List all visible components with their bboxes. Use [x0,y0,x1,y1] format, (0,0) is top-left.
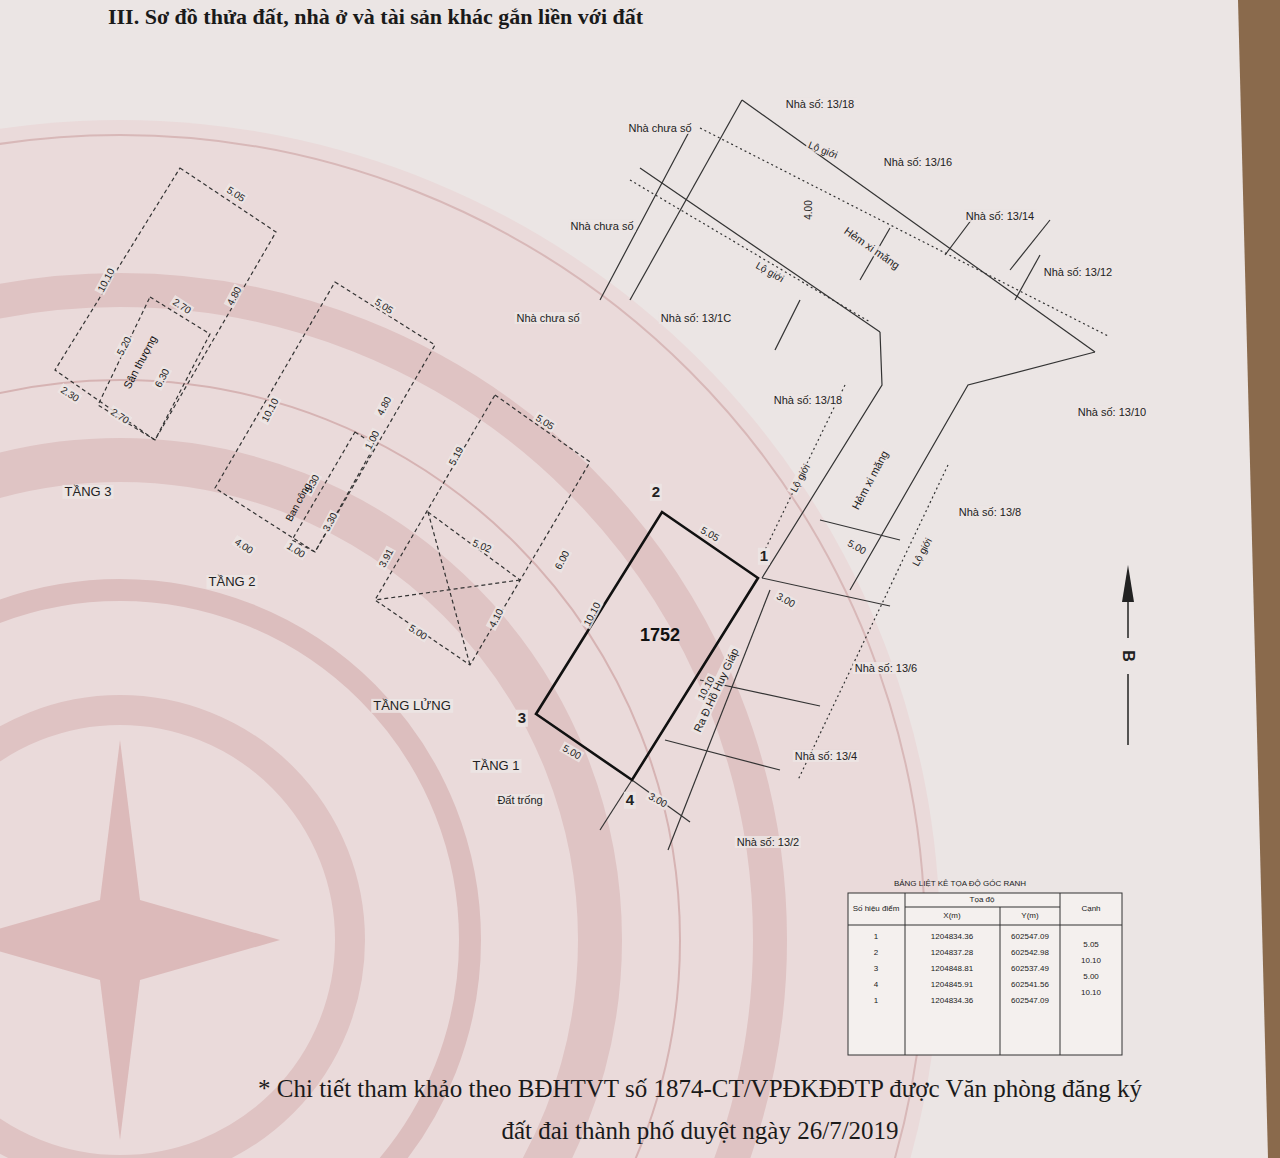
table-cell: 1 [872,997,880,1006]
table-cell: 5.05 [1081,941,1101,950]
table-cell: Y(m) [1019,912,1040,921]
land-plot [536,512,758,780]
table-cell: 5.00 [1081,973,1101,982]
point-number: 4 [624,792,636,809]
map-label: Nhà số: 13/4 [793,750,859,762]
point-number: B [1119,648,1137,664]
street-lines [600,100,1095,850]
map-label: Đất trống [495,794,544,806]
map-label: TẦNG 2 [207,575,258,589]
table-cell: 1204837.28 [929,949,975,958]
point-number: 1 [758,548,770,565]
table-cell: 10.10 [1079,989,1103,998]
table-cell: 602537.49 [1009,965,1051,974]
map-label: Nhà số: 13/18 [772,394,845,406]
point-number: 2 [650,484,662,501]
table-cell: 2 [872,949,880,958]
boundary-dotted [630,128,1108,780]
floor-outlines [55,168,590,665]
table-cell: Cạnh [1079,905,1102,914]
sheet-title: III. Sơ đồ thửa đất, nhà ở và tài sản kh… [108,4,643,30]
map-label: TẦNG 1 [471,759,522,773]
table-cell: 4 [872,981,880,990]
table-cell: 602547.09 [1009,997,1051,1006]
table-cell: 3 [872,965,880,974]
table-cell: 602547.09 [1009,933,1051,942]
map-label: TẦNG LỬNG [371,699,453,713]
map-label: Nhà số: 13/2 [735,836,801,848]
point-number: 3 [516,710,528,727]
sheet-caption: * Chi tiết tham khảo theo BĐHTVT số 1874… [250,1068,1150,1152]
map-label: Nhà số: 13/18 [784,98,857,110]
table-cell: 602541.56 [1009,981,1051,990]
table-cell: Số hiệu điểm [847,905,905,914]
table-cell: Tọa độ [968,896,997,905]
table-cell: 1204848.81 [929,965,975,974]
map-label: Nhà chưa số [568,220,635,232]
table-cell: 1 [872,933,880,942]
map-label: Nhà số: 13/16 [882,156,955,168]
map-label: Nhà chưa số [626,122,693,134]
map-label: TẦNG 3 [63,485,114,499]
table-cell: 1204834.36 [929,997,975,1006]
map-label: 4.00 [803,198,814,221]
table-cell: BẢNG LIỆT KÊ TỌA ĐỘ GÓC RANH [892,880,1028,889]
table-cell: X(m) [941,912,962,921]
coordinate-table [848,893,1122,1055]
table-cell: 602542.98 [1009,949,1051,958]
map-label: Nhà số: 13/12 [1042,266,1115,278]
plot-number: 1752 [637,625,683,647]
map-label: Nhà số: 13/14 [964,210,1037,222]
map-label: Nhà số: 13/8 [957,506,1023,518]
map-label: Nhà chưa số [514,312,581,324]
table-cell: 1204834.36 [929,933,975,942]
table-cell: 10.10 [1079,957,1103,966]
node-text: 1752 [640,626,680,646]
drum-pattern [0,120,940,1158]
map-label: Nhà số: 13/1C [659,312,733,324]
table-cell: 1204845.91 [929,981,975,990]
map-label: Nhà số: 13/6 [853,662,919,674]
map-label: Nhà số: 13/10 [1076,406,1149,418]
